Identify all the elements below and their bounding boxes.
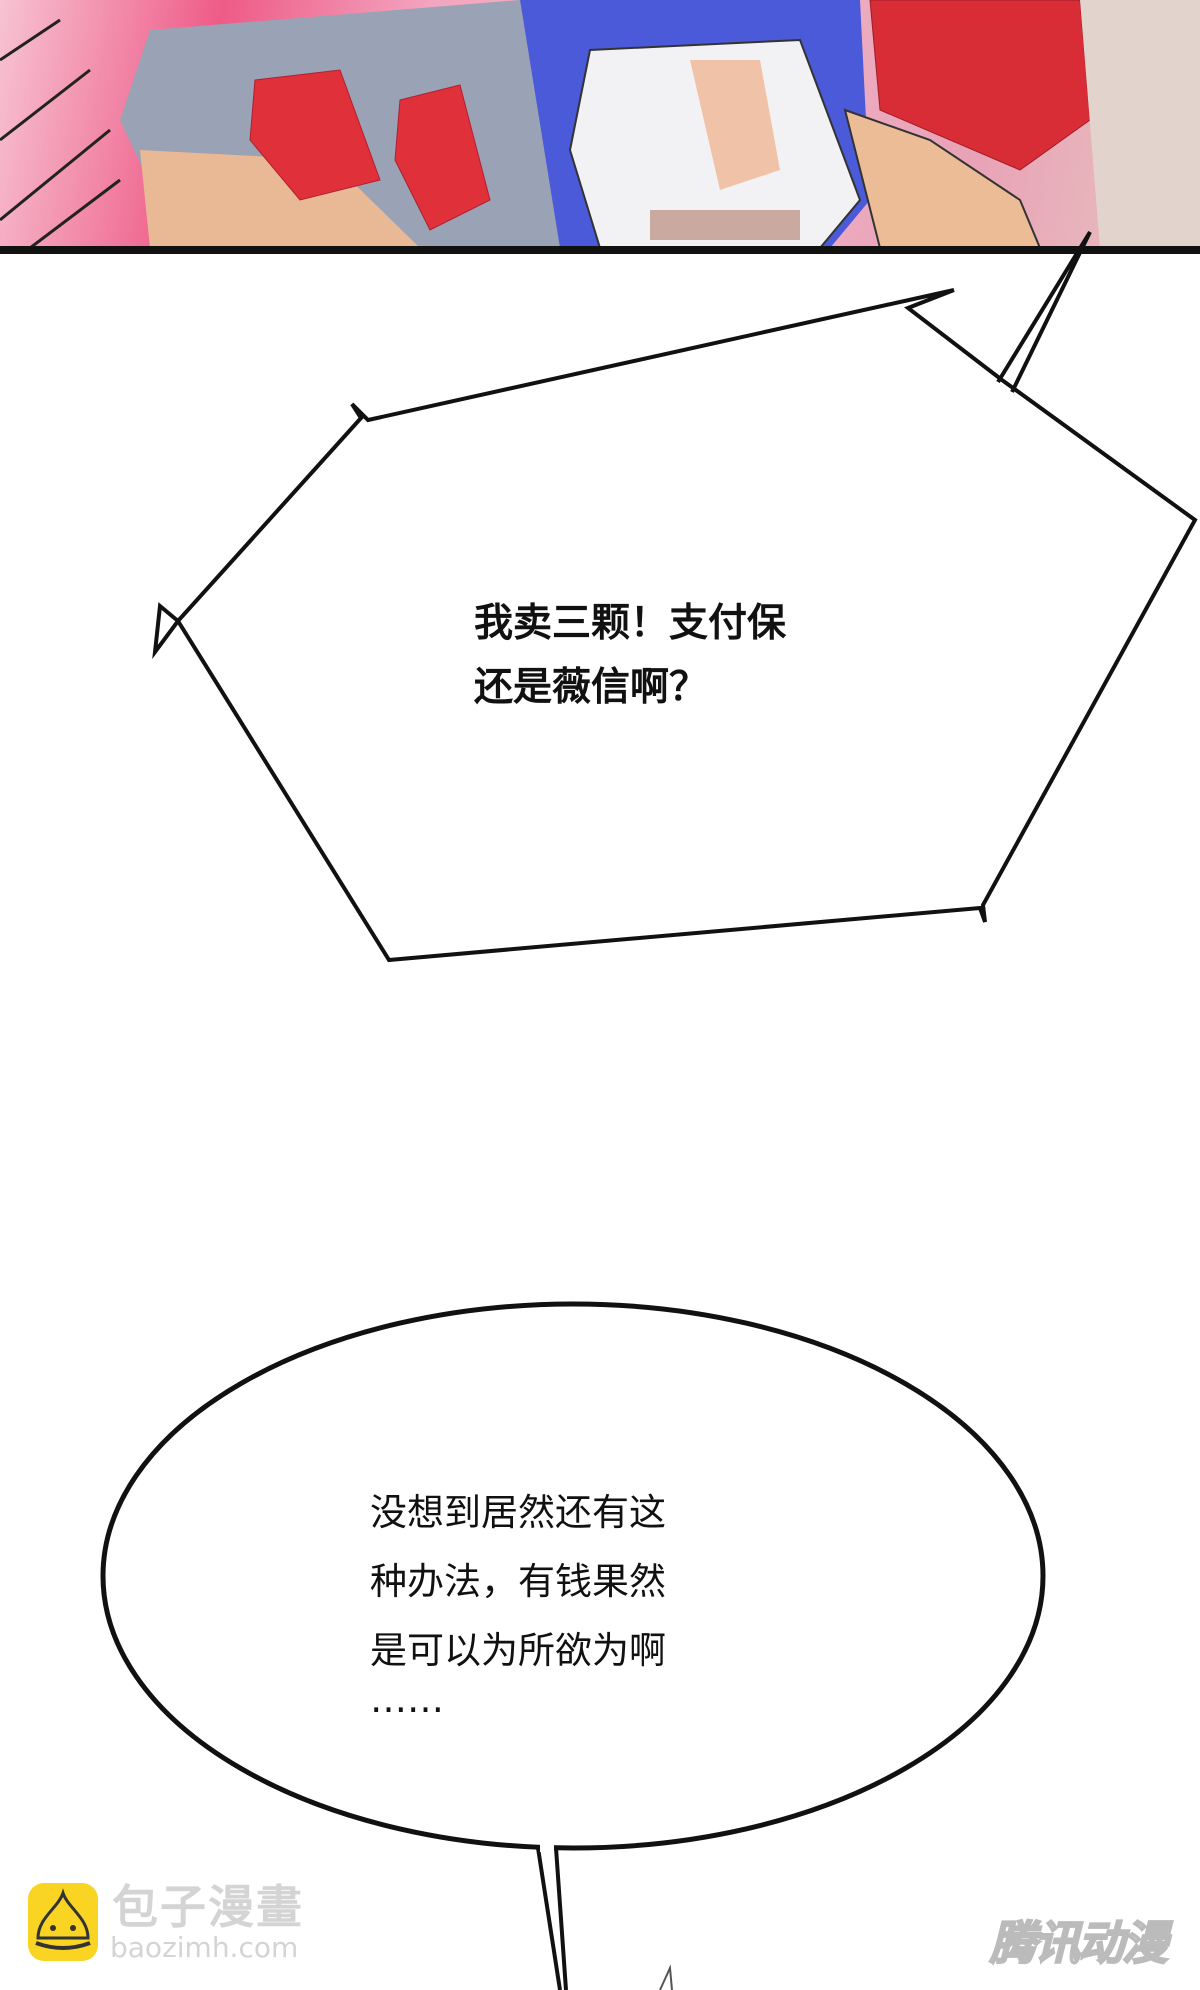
- arm: [140, 150, 420, 248]
- watermark-site-name: 包子漫畫: [112, 1880, 304, 1934]
- oval-bubble: [100, 1301, 1046, 1851]
- speech-line: 我卖三颗！支付保: [474, 601, 787, 646]
- speech-line: ……: [370, 1678, 444, 1721]
- speech-line: 种办法，有钱果然: [370, 1560, 666, 1603]
- hands: [690, 60, 780, 190]
- watermark-site-url: baozimh.com: [110, 1931, 299, 1964]
- speech-text-oval: 没想到居然还有这 种办法，有钱果然 是可以为所欲为啊 ……: [370, 1478, 666, 1721]
- watermark-publisher: 腾讯动漫: [989, 1916, 1169, 1970]
- oval-bubble-tail: [536, 1847, 568, 1990]
- gem-left-1: [249, 69, 381, 201]
- comic-panel-illustration: [0, 0, 1200, 248]
- speech-line: 是可以为所欲为啊: [370, 1629, 666, 1672]
- baozi-logo-icon: [28, 1883, 98, 1961]
- hand-right: [843, 108, 1042, 248]
- panel-art-shapes: [0, 0, 1200, 248]
- hexagon-bubble-tail: [996, 230, 1092, 393]
- gem-right: [869, 0, 1091, 171]
- panel-border: [0, 246, 1200, 254]
- speech-line: 没想到居然还有这: [370, 1491, 666, 1534]
- speech-text-hexagon: 我卖三颗！支付保 还是薇信啊？: [474, 592, 786, 720]
- hexagon-bubble: [152, 288, 1198, 963]
- speech-line: 还是薇信啊？: [474, 665, 709, 710]
- gem-left-2: [394, 84, 491, 231]
